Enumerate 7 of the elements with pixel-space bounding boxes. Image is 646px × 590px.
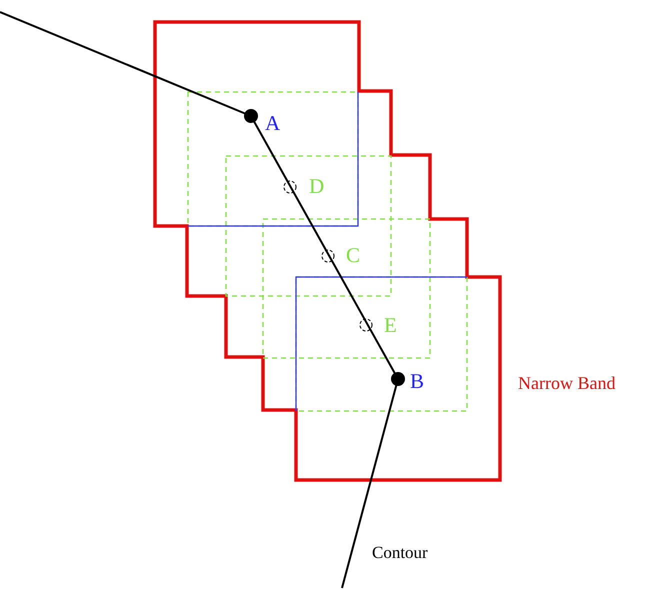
point-label: C [346, 245, 360, 266]
point-label: D [309, 176, 324, 197]
point-label: A [265, 113, 280, 134]
label: Narrow Band [518, 374, 616, 392]
point-label: E [384, 315, 397, 336]
label: Contour [372, 544, 428, 561]
point-label: B [410, 371, 424, 392]
